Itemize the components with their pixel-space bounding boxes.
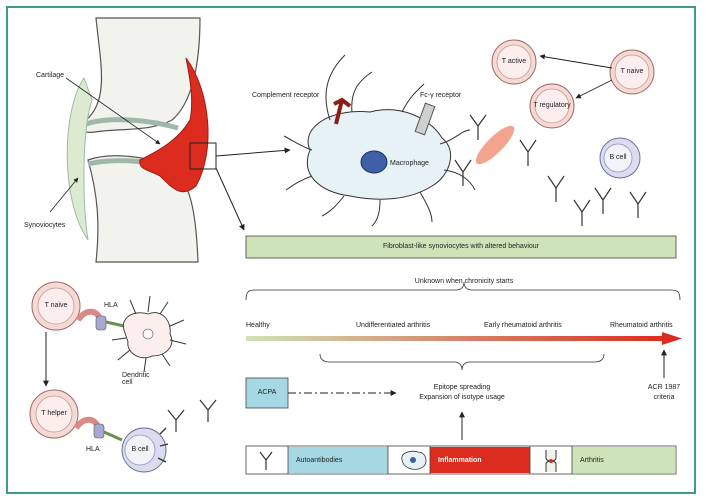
acr-label-2: criteria [653,394,675,401]
t-naive-label-bottom: T naive [44,302,68,309]
early-brace [319,353,605,371]
hla-label-bottom: HLA [86,446,100,453]
upper-bone [81,17,201,133]
antigen-presentation [29,281,217,473]
macrophage-nucleus [360,150,388,174]
t-regulatory-label: T regulatory [533,102,571,109]
joint-illustration [49,17,291,263]
complement-receptor-label: Complement receptor [252,92,320,99]
antibodies-cluster [454,114,647,226]
stage-early: Early rheumatoid arthritis [484,322,562,329]
inflammation-label: Inflammation [438,457,482,464]
chronicity-label: Unknown when chronicity starts [414,278,514,285]
arthritis-label: Arthritis [580,457,604,464]
immune-complex [475,125,515,165]
epitope-spreading-label: Epitope spreading [433,384,491,391]
fc-receptor-label: Fc-γ receptor [420,92,462,99]
isotype-expansion-label: Expansion of isotype usage [419,394,505,401]
hla-label-top: HLA [104,302,118,309]
synovium-left [66,76,93,241]
t-active-label: T active [501,58,527,65]
cartilage-upper [85,117,179,131]
acpa-box [245,377,289,409]
inflamed-synovium [139,57,209,193]
fc-receptor [414,102,436,136]
antibody-icon [259,451,273,470]
acr-label-1: ACR 1987 [647,384,681,391]
legend-bar [245,445,677,475]
timeline [245,281,682,440]
macrophage-cell [283,54,515,227]
t-helper-label: T helper [41,410,67,417]
stage-undifferentiated: Undifferentiated arthritis [356,322,431,329]
acpa-label: ACPA [257,389,277,396]
t-naive-label: T naive [620,68,644,75]
cartilage-label: Cartilage [36,72,65,79]
synoviocytes-label: Synoviocytes [24,222,66,229]
fibroblast-banner-label: Fibroblast-like synoviocytes with altere… [382,243,540,250]
tcell-group [491,39,655,179]
macrophage-label: Macrophage [390,160,429,167]
chronicity-brace [245,281,681,301]
timeline-bar [246,336,666,341]
stage-ra: Rheumatoid arthritis [610,322,673,329]
synoviocytes-leader [49,177,79,213]
arrow-to-macrophage [215,147,291,157]
complement-receptor [333,97,352,125]
stage-healthy: Healthy [246,322,270,329]
b-cell-label-bottom: B cell [131,446,149,453]
b-cell-label: B cell [609,154,627,161]
arrow-to-fibroblast [215,167,245,231]
autoantibodies-label: Autoantibodies [296,457,343,464]
cartilage-leader [65,77,161,145]
dendritic-cell-label: Dendritic cell [122,372,150,386]
fibroblast-banner-box [245,235,677,259]
timeline-arrowhead [662,332,682,345]
figure-frame [6,6,696,494]
